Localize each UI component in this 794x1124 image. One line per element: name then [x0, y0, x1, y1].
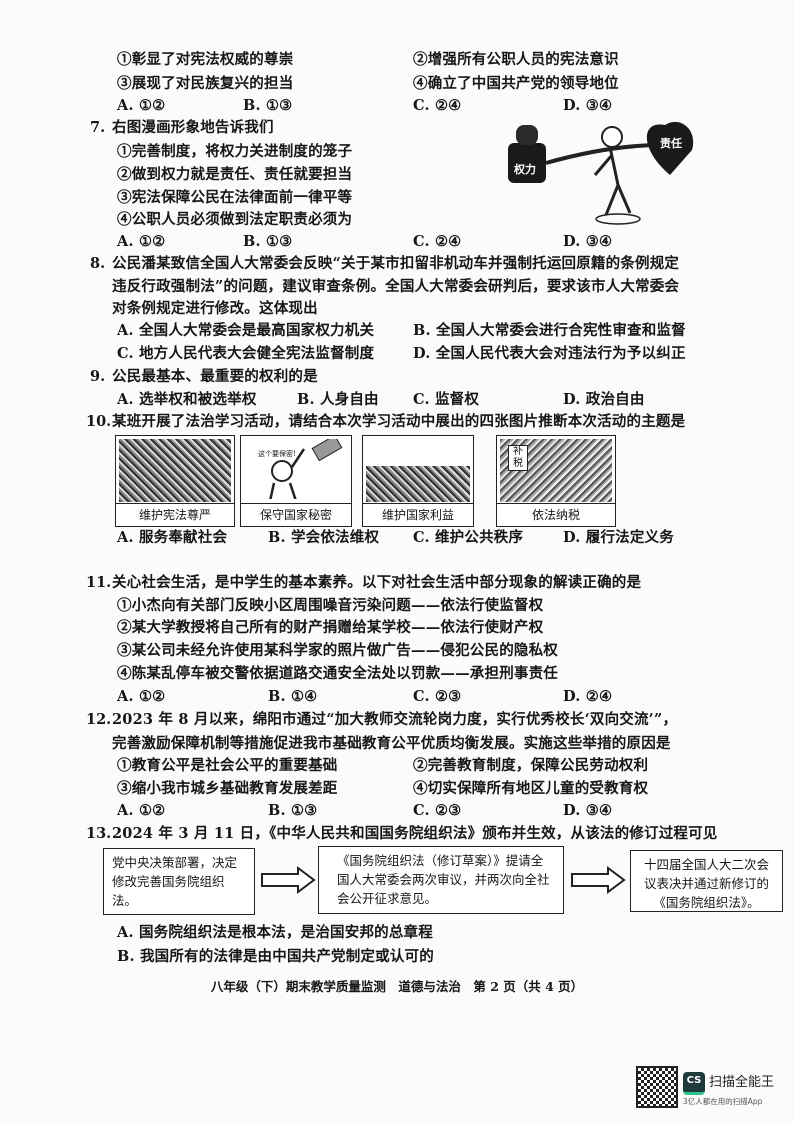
- q12-stem-line-2: 完善激励保障机制等措施促进我市基础教育公平优质均衡发展。实施这些举措的原因是: [112, 735, 671, 752]
- q9-option-a: A. 选举权和被选举权: [117, 391, 257, 408]
- q11-item-3: ③某公司未经允许使用某科学家的照片做广告——侵犯公民的隐私权: [117, 642, 558, 659]
- watermark-tagline: 3亿人都在用的扫描App: [683, 1097, 763, 1106]
- secret-keeping-image: 这个要保密!: [244, 439, 348, 502]
- q8-stem-line-1: 公民潘某致信全国人大常委会反映“关于某市扣留非机动车并强制托运回原籍的条例规定: [112, 255, 680, 272]
- q7-cartoon: 权力 责任: [508, 121, 694, 225]
- q7-item-2: ②做到权力就是责任、责任就要担当: [117, 166, 353, 183]
- q8-option-d: D. 全国人民代表大会对违法行为予以纠正: [413, 345, 686, 362]
- q8-option-a: A. 全国人大常委会是最高国家权力机关: [117, 322, 375, 339]
- tax-sign: 补税: [508, 445, 528, 471]
- q7-item-3: ③宪法保障公民在法律面前一律平等: [117, 189, 353, 206]
- q8-number: 8.: [90, 255, 106, 272]
- q10-picture-1: 维护宪法尊严: [115, 435, 235, 527]
- q12-number: 12.: [86, 711, 112, 728]
- q10-picture-3: 维护国家利益: [362, 435, 474, 527]
- camscanner-logo-icon: CS: [683, 1072, 705, 1095]
- q10-stem: 某班开展了法治学习活动，请结合本次学习活动中展出的四张图片推断本次活动的主题是: [112, 413, 686, 430]
- q6-option-a: A. ①②: [117, 97, 166, 114]
- q7-option-a: A. ①②: [117, 233, 166, 250]
- picture-caption: 保守国家秘密: [241, 503, 351, 526]
- q12-item-4: ④切实保障所有地区儿童的受教育权: [413, 780, 649, 797]
- q8-stem-line-3: 对条例规定进行修改。这体现出: [112, 300, 318, 317]
- speech-bubble: 这个要保密!: [258, 450, 296, 458]
- q13-option-b: B. 我国所有的法律是由中国共产党制定或认可的: [117, 948, 434, 965]
- q7-option-d: D. ③④: [563, 233, 613, 250]
- q6-option-c: C. ②④: [413, 97, 462, 114]
- q12-stem-line-1: 2023 年 8 月以来，绵阳市通过“加大教师交流轮岗力度，实行优秀校长‘双向交…: [112, 711, 678, 728]
- q6-item-3: ③展现了对民族复兴的担当: [117, 75, 294, 92]
- national-interest-image: [366, 466, 470, 502]
- q11-stem: 关心社会生活，是中学生的基本素养。以下对社会生活中部分现象的解读正确的是: [112, 574, 642, 591]
- q6-option-b: B. ①③: [243, 97, 293, 114]
- q9-stem: 公民最基本、最重要的权利的是: [112, 368, 318, 385]
- q7-item-4: ④公职人员必须做到法定职责必须为: [117, 211, 353, 228]
- q11-item-2: ②某大学教授将自己所有的财产捐赠给某学校——依法行使财产权: [117, 619, 544, 636]
- q12-option-b: B. ①③: [268, 802, 318, 819]
- tax-image: 补税: [500, 439, 612, 502]
- q13-number: 13.: [86, 825, 112, 842]
- q8-option-b: B. 全国人大常委会进行合宪性审查和监督: [413, 322, 686, 339]
- picture-caption: 维护宪法尊严: [116, 503, 234, 526]
- q10-option-b: B. 学会依法维权: [268, 529, 380, 546]
- q6-item-2: ②增强所有公职人员的宪法意识: [413, 51, 619, 68]
- q10-option-c: C. 维护公共秩序: [413, 529, 524, 546]
- q11-option-a: A. ①②: [117, 688, 166, 705]
- weight-label: 权力: [513, 162, 536, 176]
- q12-option-a: A. ①②: [117, 802, 166, 819]
- q8-option-c: C. 地方人民代表大会健全宪法监督制度: [117, 345, 375, 362]
- q11-item-4: ④陈某乱停车被交警依据道路交通安全法处以罚款——承担刑事责任: [117, 665, 558, 682]
- qr-code: [636, 1066, 678, 1108]
- heart-label: 责任: [660, 136, 682, 150]
- picture-caption: 依法纳税: [497, 503, 615, 526]
- q11-option-c: C. ②③: [413, 688, 462, 705]
- q13-option-a: A. 国务院组织法是根本法，是治国安邦的总章程: [117, 924, 433, 941]
- q9-option-d: D. 政治自由: [563, 391, 645, 408]
- power-weight: [508, 143, 546, 183]
- flow-step-1: 党中央决策部署，决定修改完善国务院组织法。: [103, 848, 255, 915]
- q8-stem-line-2: 违反行政强制法”的问题，建议审查条例。全国人大常委会研判后，要求该市人大常委会: [112, 278, 680, 295]
- q12-item-3: ③缩小我市城乡基础教育发展差距: [117, 780, 338, 797]
- heart-shape: [646, 121, 694, 175]
- q12-option-d: D. ③④: [563, 802, 613, 819]
- picture-caption: 维护国家利益: [363, 503, 473, 526]
- q7-number: 7.: [90, 119, 106, 136]
- flow-step-3: 十四届全国人大二次会议表决并通过新修订的《国务院组织法》。: [630, 850, 783, 912]
- person-figure: [593, 146, 632, 216]
- q10-number: 10.: [86, 413, 112, 430]
- q6-option-d: D. ③④: [563, 97, 613, 114]
- q7-item-1: ①完善制度，将权力关进制度的笼子: [117, 143, 353, 160]
- q7-option-c: C. ②④: [413, 233, 462, 250]
- q10-picture-2: 这个要保密! 保守国家秘密: [240, 435, 352, 527]
- watermark-name: 扫描全能王: [709, 1075, 775, 1090]
- q9-option-c: C. 监督权: [413, 391, 480, 408]
- arrow-right-icon: [571, 866, 626, 894]
- constitution-crowd-image: [119, 439, 231, 502]
- q11-item-1: ①小杰向有关部门反映小区周围噪音污染问题——依法行使监督权: [117, 597, 544, 614]
- q6-item-1: ①彰显了对宪法权威的尊崇: [117, 51, 294, 68]
- arrow-right-icon: [261, 866, 316, 894]
- q12-option-c: C. ②③: [413, 802, 462, 819]
- q11-option-d: D. ②④: [563, 688, 613, 705]
- q11-option-b: B. ①④: [268, 688, 318, 705]
- q10-picture-4: 补税 依法纳税: [496, 435, 616, 527]
- q7-stem: 右图漫画形象地告诉我们: [112, 119, 274, 136]
- q10-option-d: D. 履行法定义务: [563, 529, 674, 546]
- carrying-pole: [545, 143, 663, 165]
- q12-item-1: ①教育公平是社会公平的重要基础: [117, 757, 338, 774]
- q11-number: 11.: [86, 574, 112, 591]
- q6-item-4: ④确立了中国共产党的领导地位: [413, 75, 619, 92]
- q13-stem: 2024 年 3 月 11 日，《中华人民共和国国务院组织法》颁布并生效，从该法…: [112, 825, 718, 842]
- q7-option-b: B. ①③: [243, 233, 293, 250]
- flow-step-2: 《国务院组织法（修订草案）》提请全国人大常委会两次审议，并两次向全社会公开征求意…: [318, 846, 564, 914]
- page-footer: 八年级（下）期末教学质量监测 道德与法治 第 2 页（共 4 页）: [210, 979, 584, 994]
- q9-option-b: B. 人身自由: [297, 391, 379, 408]
- q12-item-2: ②完善教育制度，保障公民劳动权利: [413, 757, 649, 774]
- q9-number: 9.: [90, 368, 106, 385]
- q10-option-a: A. 服务奉献社会: [117, 529, 228, 546]
